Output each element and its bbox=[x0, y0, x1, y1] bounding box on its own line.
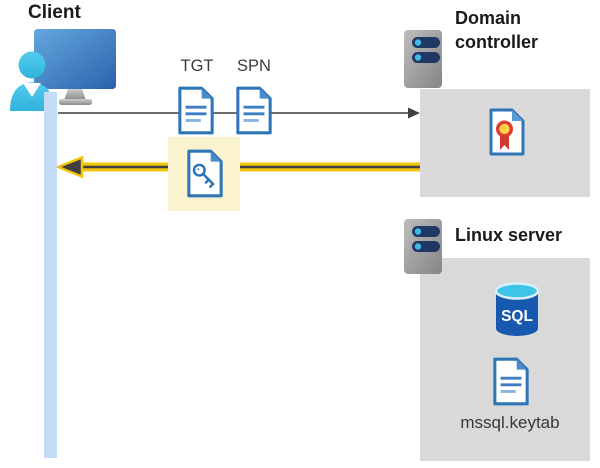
key-glyph bbox=[192, 163, 215, 189]
linux-server-label: Linux server bbox=[455, 225, 563, 245]
tgt-document-icon bbox=[178, 86, 214, 135]
keytab-filename-label: mssql.keytab bbox=[460, 413, 560, 432]
client-computer-icon bbox=[10, 29, 116, 111]
sql-badge-text: SQL bbox=[501, 308, 533, 325]
linux-server-icon bbox=[404, 219, 442, 274]
client-connection-bar bbox=[44, 92, 57, 458]
rosette-glyph bbox=[495, 120, 514, 138]
response-arrow bbox=[56, 155, 420, 179]
tgt-label: TGT bbox=[180, 57, 214, 75]
domain-controller-server-icon bbox=[404, 30, 442, 88]
spn-label: SPN bbox=[237, 57, 271, 75]
sql-database-icon: SQL bbox=[494, 282, 540, 336]
request-arrow bbox=[58, 107, 420, 119]
person-icon bbox=[10, 51, 54, 111]
client-label: Client bbox=[28, 2, 81, 23]
monitor-icon bbox=[34, 29, 116, 89]
certificate-icon bbox=[489, 108, 525, 156]
spn-document-icon bbox=[236, 86, 272, 135]
keytab-document-icon bbox=[493, 357, 529, 406]
domain-controller-label: Domain controller bbox=[455, 8, 539, 52]
ribbon-glyph bbox=[500, 134, 509, 150]
key-document-icon bbox=[187, 149, 223, 198]
